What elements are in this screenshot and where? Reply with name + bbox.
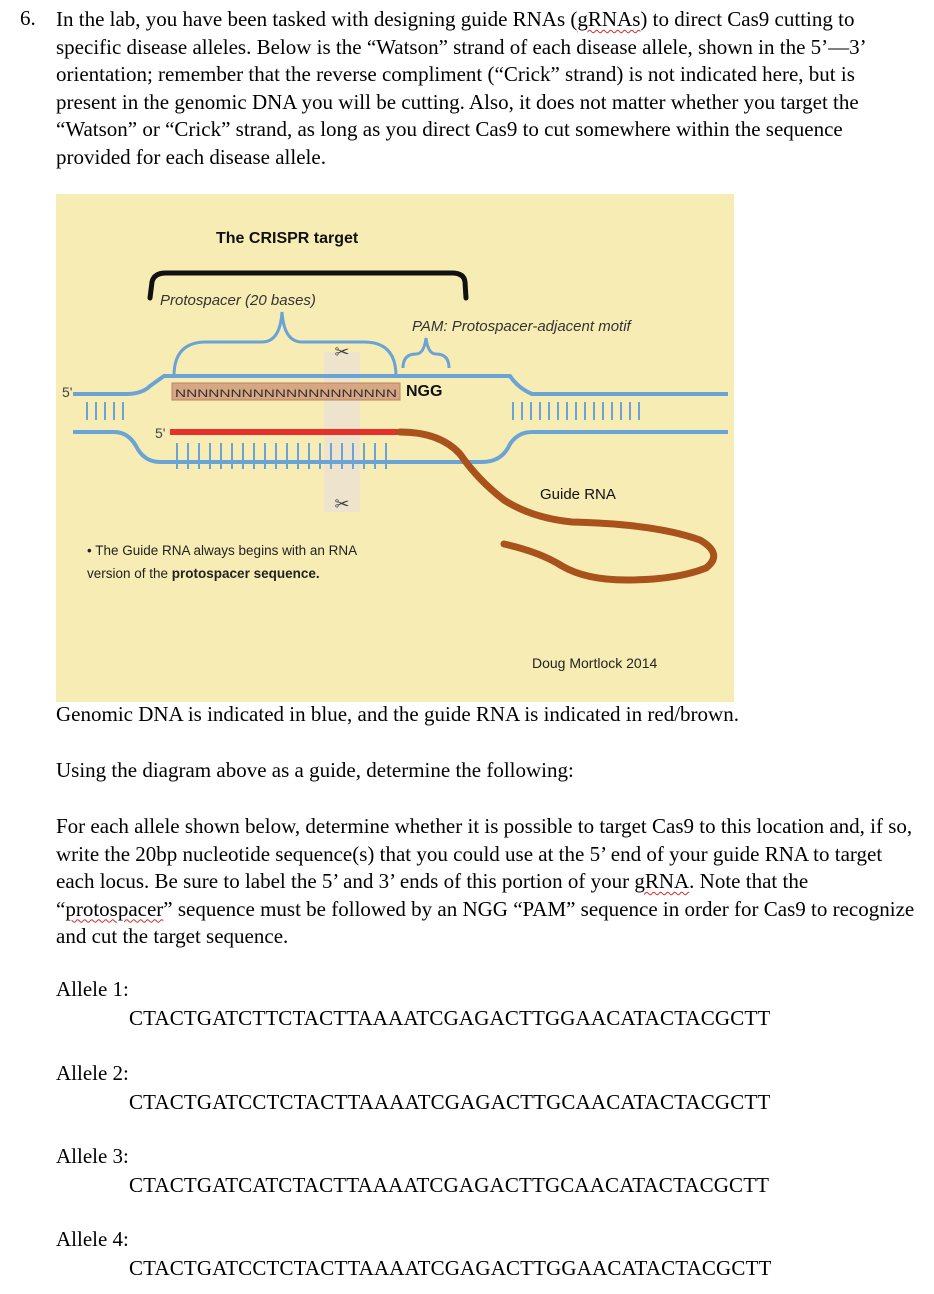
- allele-1-sequence: CTACTGATCTTCTACTTAAAATCGAGACTTGGAACATACT…: [129, 1006, 771, 1030]
- diagram-credit: Doug Mortlock 2014: [532, 655, 658, 671]
- pam-brace: [401, 337, 451, 369]
- question-number: 6.: [20, 6, 36, 30]
- task-term-grna: gRNA: [634, 869, 690, 893]
- diagram-background: [56, 194, 734, 702]
- pam-box: [402, 380, 453, 399]
- allele-3-sequence: CTACTGATCATCTACTTAAAATCGAGACTTGCAACATACT…: [129, 1173, 770, 1197]
- question-intro: In the lab, you have been tasked with de…: [56, 6, 920, 171]
- allele-4-sequence: CTACTGATCCTCTACTTAAAATCGAGACTTGGAACATACT…: [129, 1256, 772, 1280]
- guide-rna-label: Guide RNA: [540, 486, 616, 503]
- allele-3-label: Allele 3:: [56, 1144, 129, 1168]
- intro-text-a: In the lab, you have been tasked with de…: [56, 7, 578, 31]
- instruction: Using the diagram above as a guide, dete…: [56, 758, 574, 782]
- right-base-pairs: [512, 402, 640, 420]
- protospacer-base-pairs: [176, 443, 387, 469]
- diagram-note-line1: • The Guide RNA always begins with an RN…: [87, 543, 357, 558]
- five-prime-top-label: 5': [62, 384, 72, 400]
- protospacer-brace: [172, 311, 398, 377]
- diagram-note-line2-a: version of the: [87, 566, 172, 581]
- task-text-c: ” sequence must be followed by an NGG “P…: [56, 896, 915, 949]
- pam-label: PAM: Protospacer-adjacent motif: [412, 318, 633, 335]
- allele-2-label: Allele 2:: [56, 1061, 129, 1085]
- allele-2-sequence: CTACTGATCCTCTACTTAAAATCGAGACTTGCAACATACT…: [129, 1090, 771, 1114]
- diagram-note-line2: version of the protospacer sequence.: [87, 566, 320, 581]
- intro-term: gRNAs: [577, 7, 641, 31]
- dna-top-strand: [73, 374, 728, 396]
- allele-4-label: Allele 4:: [56, 1227, 129, 1251]
- protospacer-box: [171, 382, 401, 401]
- allele-1-label: Allele 1:: [56, 977, 129, 1001]
- task-text-a: For each allele shown below, determine w…: [56, 814, 913, 893]
- task-paragraph: For each allele shown below, determine w…: [56, 813, 920, 951]
- diagram-note-line2-b: protospacer sequence.: [172, 566, 320, 581]
- task-text-b: . Note that the “: [56, 869, 809, 921]
- scissors-bottom-icon: ✂: [334, 494, 349, 514]
- guide-rna-scaffold: [396, 428, 718, 584]
- protospacer-label: Protospacer (20 bases): [160, 292, 316, 309]
- pam-sequence: NGG: [406, 383, 442, 400]
- diagram-caption: Genomic DNA is indicated in blue, and th…: [56, 702, 739, 726]
- target-bracket: [147, 270, 469, 301]
- diagram-title: The CRISPR target: [216, 230, 359, 247]
- task-term-protospacer: protospacer: [65, 896, 164, 921]
- protospacer-sequence: NNNNNNNNNNNNNNNNNNNN: [175, 388, 397, 400]
- scissors-top-icon: ✂: [334, 342, 349, 362]
- guide-rna-spacer: [170, 429, 402, 435]
- crispr-diagram: The CRISPR target Protospacer (20 bases)…: [56, 194, 734, 702]
- intro-text-b: ) to direct Cas9 cutting to specific dis…: [56, 7, 866, 169]
- five-prime-rna-label: 5': [155, 425, 165, 441]
- left-base-pairs: [86, 402, 124, 420]
